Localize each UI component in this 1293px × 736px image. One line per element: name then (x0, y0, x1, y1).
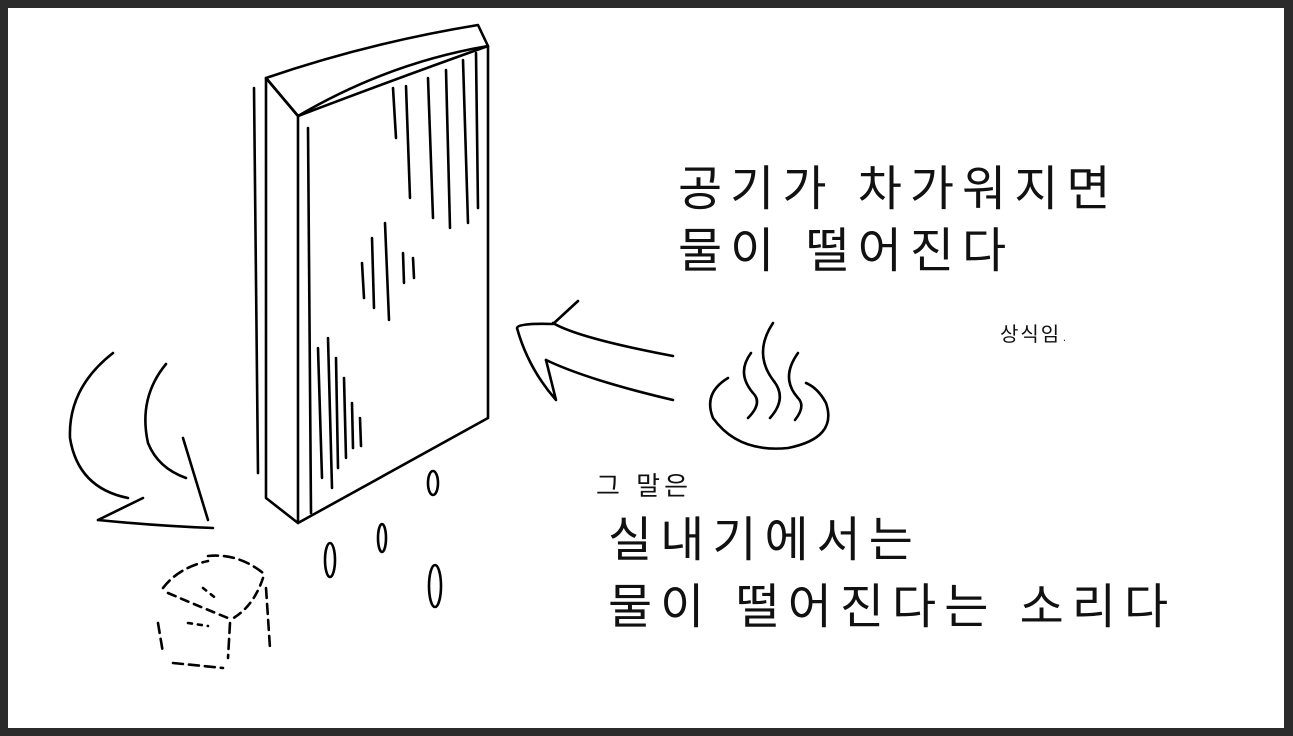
caption-bottom-line-2: 물이 떨어진다는 소리다 (608, 579, 1177, 635)
hot-steam-icon (708, 321, 830, 450)
indoor-unit-sketch (252, 23, 490, 525)
comic-panel: 공기가 차가워지면 물이 떨어진다 상식임. 그 말은 실내기에서는 물이 떨어… (8, 8, 1284, 728)
caption-bottom-intro: 그 말은 (596, 472, 693, 502)
caption-top-line-1: 공기가 차가워지면 (678, 161, 1119, 217)
caption-note: 상식임. (1000, 322, 1070, 346)
arrow-left (515, 299, 675, 402)
sketch-drawing (68, 23, 830, 670)
caption-top-line-2: 물이 떨어진다 (678, 223, 1015, 279)
caption-bottom-line-1: 실내기에서는 (608, 512, 921, 568)
water-drops (323, 469, 443, 609)
ice-cube-sketch (156, 554, 272, 670)
arrow-down-left (68, 351, 215, 530)
